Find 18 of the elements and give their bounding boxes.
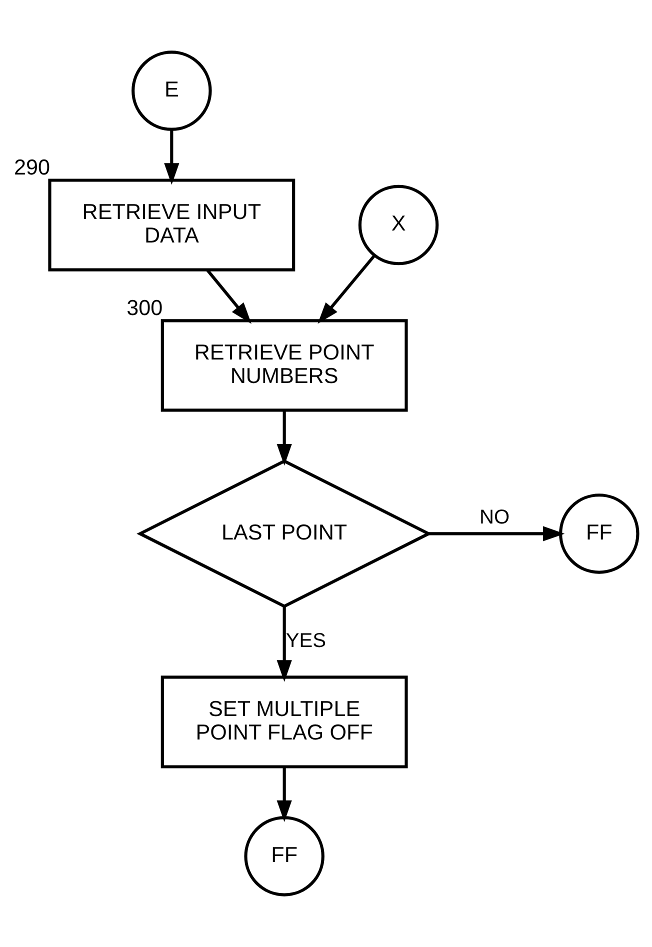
edge-label: YES — [286, 630, 326, 652]
node-box: SET MULTIPLE POINT FLAG OFF — [160, 676, 408, 768]
node-circle: FF — [559, 494, 640, 574]
arrow — [276, 767, 292, 822]
arrow — [276, 606, 292, 682]
edge-label: NO — [480, 506, 510, 529]
arrow — [164, 130, 180, 185]
node-circle: X — [358, 184, 439, 266]
arrow — [428, 526, 565, 542]
arrow — [206, 269, 252, 324]
arrow — [318, 254, 376, 324]
node-box: RETRIEVE INPUT DATA — [48, 178, 296, 272]
arrow — [276, 410, 292, 466]
node-label: 290 — [14, 154, 50, 180]
node-circle: FF — [244, 816, 324, 896]
node-circle: E — [132, 50, 212, 131]
node-box: RETRIEVE POINT NUMBERS — [160, 319, 408, 412]
node-label: 300 — [126, 294, 163, 320]
